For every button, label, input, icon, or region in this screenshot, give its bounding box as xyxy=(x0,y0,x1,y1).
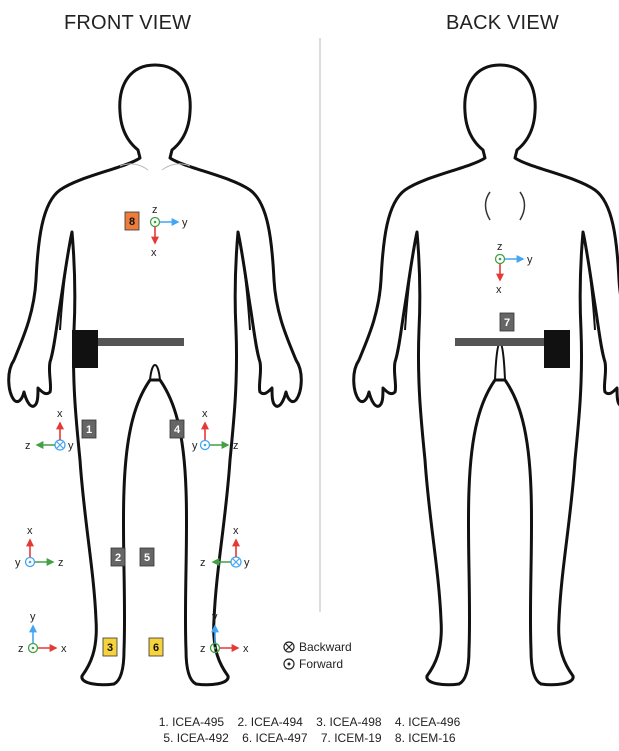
svg-text:y: y xyxy=(212,611,218,623)
svg-text:6: 6 xyxy=(153,642,159,654)
svg-text:y: y xyxy=(527,254,533,266)
sensor-tag-3: 3 xyxy=(103,638,117,656)
svg-text:x: x xyxy=(27,525,33,537)
svg-text:5: 5 xyxy=(144,552,150,564)
sensor-tag-1: 1 xyxy=(82,420,96,438)
sensor-list-item: 3. ICEA-498 xyxy=(316,714,381,730)
axes-left-thigh: z x y xyxy=(25,408,74,452)
svg-text:y: y xyxy=(182,217,188,229)
sensor-list-item: 8. ICEM-16 xyxy=(395,730,456,746)
svg-text:3: 3 xyxy=(107,642,113,654)
waist-belt-strap-back xyxy=(455,338,545,346)
back-body-outline xyxy=(354,65,619,685)
sensor-list-row-1: 1. ICEA-495 2. ICEA-494 3. ICEA-498 4. I… xyxy=(0,714,619,730)
svg-text:y: y xyxy=(244,557,250,569)
waist-belt-strap xyxy=(96,338,184,346)
svg-text:8: 8 xyxy=(129,216,135,228)
sensor-list-item: 4. ICEA-496 xyxy=(395,714,460,730)
circle-cross-icon xyxy=(284,642,294,652)
legend-backward-label: Backward xyxy=(299,640,352,654)
sensor-list-item: 6. ICEA-497 xyxy=(242,730,307,746)
svg-text:x: x xyxy=(202,408,208,420)
sensor-list-item: 5. ICEA-492 xyxy=(163,730,228,746)
svg-text:z: z xyxy=(152,204,158,216)
svg-text:z: z xyxy=(18,643,24,655)
sensor-tag-7: 7 xyxy=(500,313,514,331)
circle-dot-icon xyxy=(284,659,294,669)
svg-text:x: x xyxy=(57,408,63,420)
sensor-tag-6: 6 xyxy=(149,638,163,656)
svg-text:z: z xyxy=(58,557,64,569)
svg-text:z: z xyxy=(233,440,239,452)
svg-text:x: x xyxy=(496,284,502,296)
sensor-tag-2: 2 xyxy=(111,548,125,566)
svg-text:y: y xyxy=(68,440,74,452)
axes-left-shank: y x z xyxy=(15,525,64,569)
belt-holder-back xyxy=(544,330,570,368)
svg-text:x: x xyxy=(151,247,157,259)
legend-forward-label: Forward xyxy=(299,657,343,671)
axes-left-foot: z y x xyxy=(18,611,67,655)
svg-text:z: z xyxy=(497,241,503,253)
svg-text:z: z xyxy=(200,643,206,655)
svg-text:x: x xyxy=(243,643,249,655)
sensor-tag-5: 5 xyxy=(140,548,154,566)
svg-text:z: z xyxy=(200,557,206,569)
svg-text:x: x xyxy=(61,643,67,655)
direction-legend: Backward Forward xyxy=(284,640,352,671)
sensor-id-list: 1. ICEA-495 2. ICEA-494 3. ICEA-498 4. I… xyxy=(0,714,619,746)
svg-text:y: y xyxy=(30,611,36,623)
sensor-tag-8: 8 xyxy=(125,212,139,230)
sensor-list-item: 2. ICEA-494 xyxy=(237,714,302,730)
sensor-list-item: 1. ICEA-495 xyxy=(159,714,224,730)
sensor-tag-4: 4 xyxy=(170,420,184,438)
sensor-list-row-2: 5. ICEA-492 6. ICEA-497 7. ICEM-19 8. IC… xyxy=(0,730,619,746)
svg-text:7: 7 xyxy=(504,317,510,329)
belt-holder-front xyxy=(72,330,98,368)
svg-text:1: 1 xyxy=(86,424,92,436)
svg-text:4: 4 xyxy=(174,424,181,436)
svg-text:2: 2 xyxy=(115,552,121,564)
svg-text:x: x xyxy=(233,525,239,537)
svg-text:z: z xyxy=(25,440,31,452)
front-body-outline xyxy=(9,65,302,685)
sensor-list-item: 7. ICEM-19 xyxy=(321,730,382,746)
svg-text:y: y xyxy=(192,440,198,452)
svg-text:y: y xyxy=(15,557,21,569)
